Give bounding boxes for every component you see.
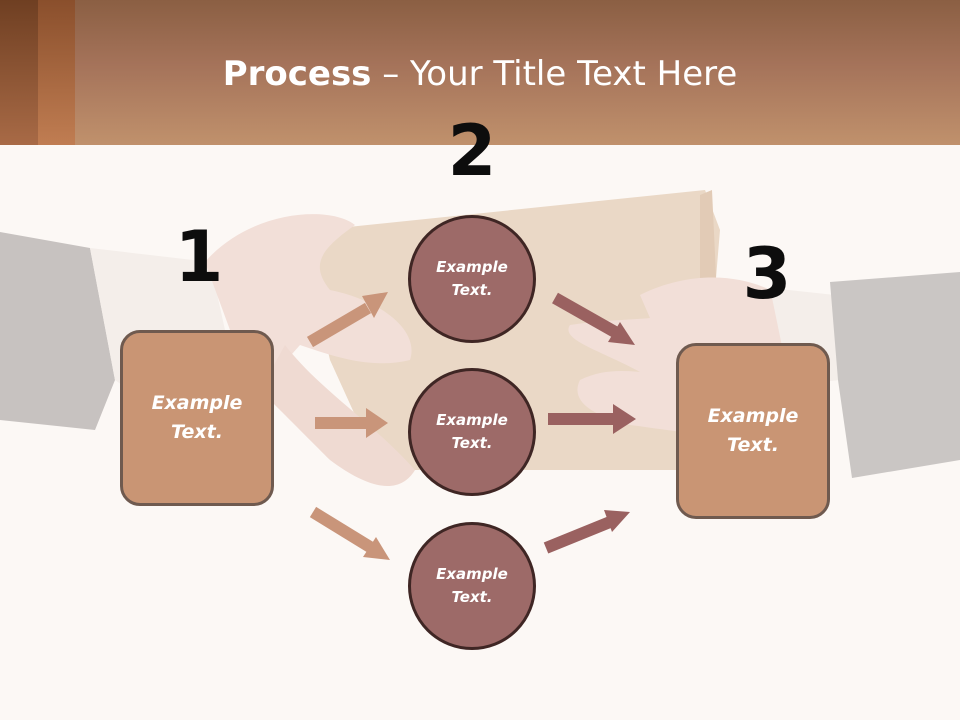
process-circle-top: Example Text.	[408, 215, 536, 343]
step-number-3: 3	[742, 233, 792, 315]
arrow-bottom-to-right	[543, 510, 630, 554]
slide-title: Process – Your Title Text Here	[0, 52, 960, 96]
step-box-left: Example Text.	[120, 330, 274, 506]
step-number-2: 2	[447, 110, 497, 192]
arrow-top-to-right	[552, 292, 635, 345]
banner-accent-strip	[38, 0, 75, 145]
title-main: Process	[222, 54, 372, 94]
banner-accent-strip	[0, 0, 38, 145]
arrow-left-to-middle	[315, 408, 388, 438]
arrow-left-to-top	[306, 292, 388, 348]
arrow-middle-to-right	[548, 404, 636, 434]
process-circle-middle: Example Text.	[408, 368, 536, 496]
step-box-right: Example Text.	[676, 343, 830, 519]
title-subtitle: – Your Title Text Here	[371, 54, 738, 94]
process-circle-top-label: Example Text.	[436, 258, 508, 299]
step-number-1: 1	[174, 216, 224, 298]
arrow-left-to-bottom	[309, 506, 390, 560]
step-box-right-label: Example Text.	[707, 405, 799, 456]
process-circle-middle-label: Example Text.	[436, 411, 508, 452]
process-circle-bottom: Example Text.	[408, 522, 536, 650]
step-box-left-label: Example Text.	[151, 392, 243, 443]
process-circle-bottom-label: Example Text.	[436, 565, 508, 606]
title-banner	[0, 0, 960, 145]
